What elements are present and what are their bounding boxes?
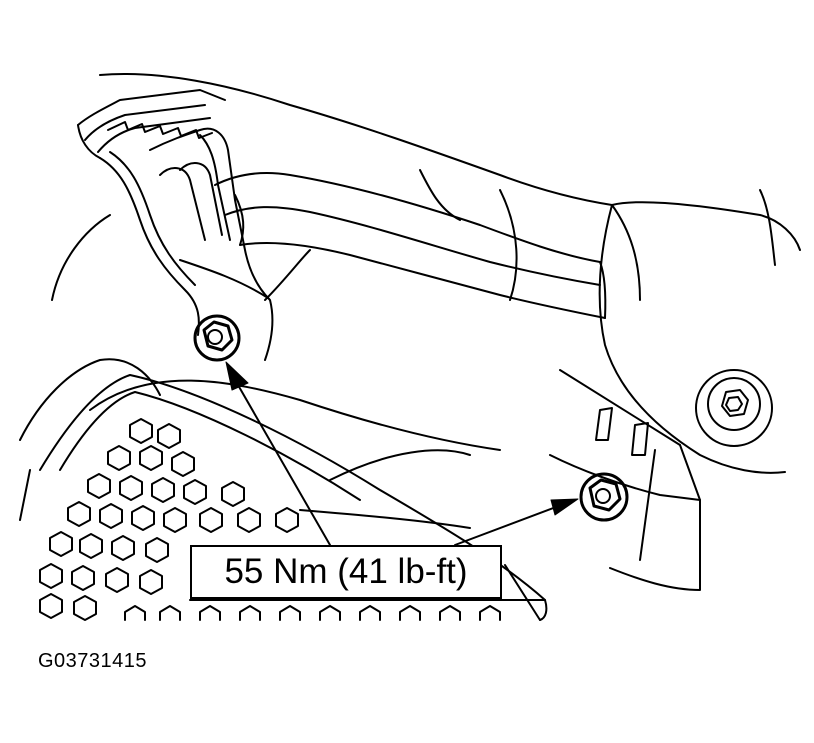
figure-id: G03731415 — [38, 650, 148, 672]
right-nut-icon — [579, 472, 629, 522]
hexagon-pattern — [39, 418, 501, 621]
floor-mat — [19, 374, 548, 621]
frame-crossmember — [214, 172, 607, 319]
left-nut-icon — [193, 314, 241, 362]
torque-spec-label: 55 Nm (41 lb-ft) — [190, 545, 502, 599]
leader-line-right — [454, 498, 579, 546]
seat-track-rail — [77, 89, 226, 159]
rear-seat-leg — [549, 204, 786, 591]
leader-line-left — [225, 361, 331, 546]
mounting-bracket — [99, 127, 311, 361]
hex-bolt-icon — [695, 369, 773, 447]
seat-outline — [19, 73, 801, 529]
